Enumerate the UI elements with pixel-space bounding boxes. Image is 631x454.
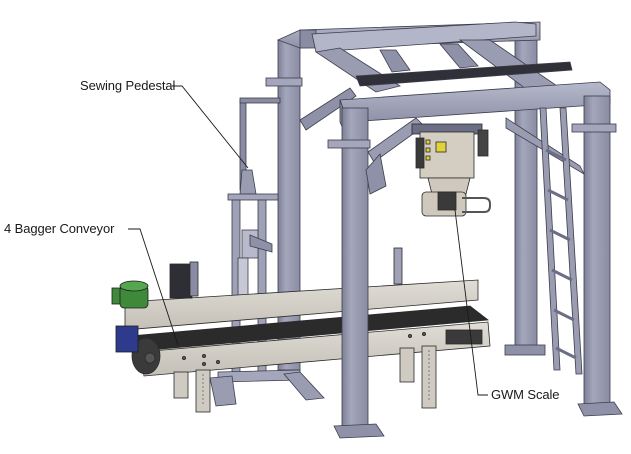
callout-bagger-conveyor: 4 Bagger Conveyor bbox=[4, 221, 115, 236]
overhead-frame-front bbox=[327, 81, 623, 439]
leader-bagger-conveyor bbox=[128, 228, 179, 346]
callout-sewing-pedestal: Sewing Pedestal bbox=[80, 78, 176, 93]
leader-sewing-pedestal bbox=[172, 85, 249, 169]
bag-conveyor bbox=[124, 247, 491, 413]
access-ladder bbox=[539, 107, 583, 375]
drive-motor bbox=[111, 280, 149, 353]
overhead-frame-back bbox=[265, 21, 573, 371]
gwm-scale bbox=[411, 123, 491, 217]
callout-gwm-scale: GWM Scale bbox=[491, 387, 560, 402]
callout-leaders bbox=[128, 85, 488, 396]
leader-gwm-scale bbox=[454, 209, 488, 396]
sewing-pedestal bbox=[209, 97, 325, 407]
